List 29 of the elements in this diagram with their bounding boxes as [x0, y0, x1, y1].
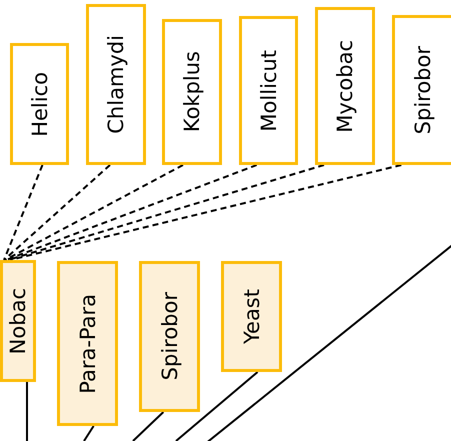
label-box — [57, 261, 118, 426]
dashed-connector — [4, 164, 184, 261]
dashed-connector — [3, 164, 111, 261]
label-box — [10, 43, 69, 165]
dashed-connector — [6, 164, 258, 261]
dashed-connector — [10, 164, 402, 261]
node-label: Nobac — [6, 288, 30, 354]
node-label: Spirobor — [158, 292, 182, 381]
node-label: Kokplus — [180, 51, 204, 133]
dashed-connector — [3, 164, 44, 260]
node-label: Helico — [28, 72, 52, 136]
label-box — [221, 261, 282, 372]
label-box — [162, 19, 222, 165]
label-box — [392, 15, 451, 165]
connector-line — [83, 425, 94, 441]
node-label: Mycobac — [333, 40, 357, 132]
node-label: Para-Para — [76, 294, 100, 394]
label-box — [239, 16, 298, 165]
node-label: Chlamydi — [104, 35, 128, 134]
connector-line — [26, 382, 28, 441]
connector-line — [175, 371, 258, 441]
node-label: Yeast — [240, 288, 264, 344]
node-label: Spirobor — [411, 46, 435, 134]
label-box — [315, 7, 375, 165]
label-box — [139, 261, 200, 412]
connector-line — [132, 411, 164, 441]
label-box — [86, 4, 146, 165]
label-box — [0, 260, 36, 382]
node-label: Mollicut — [256, 50, 280, 132]
